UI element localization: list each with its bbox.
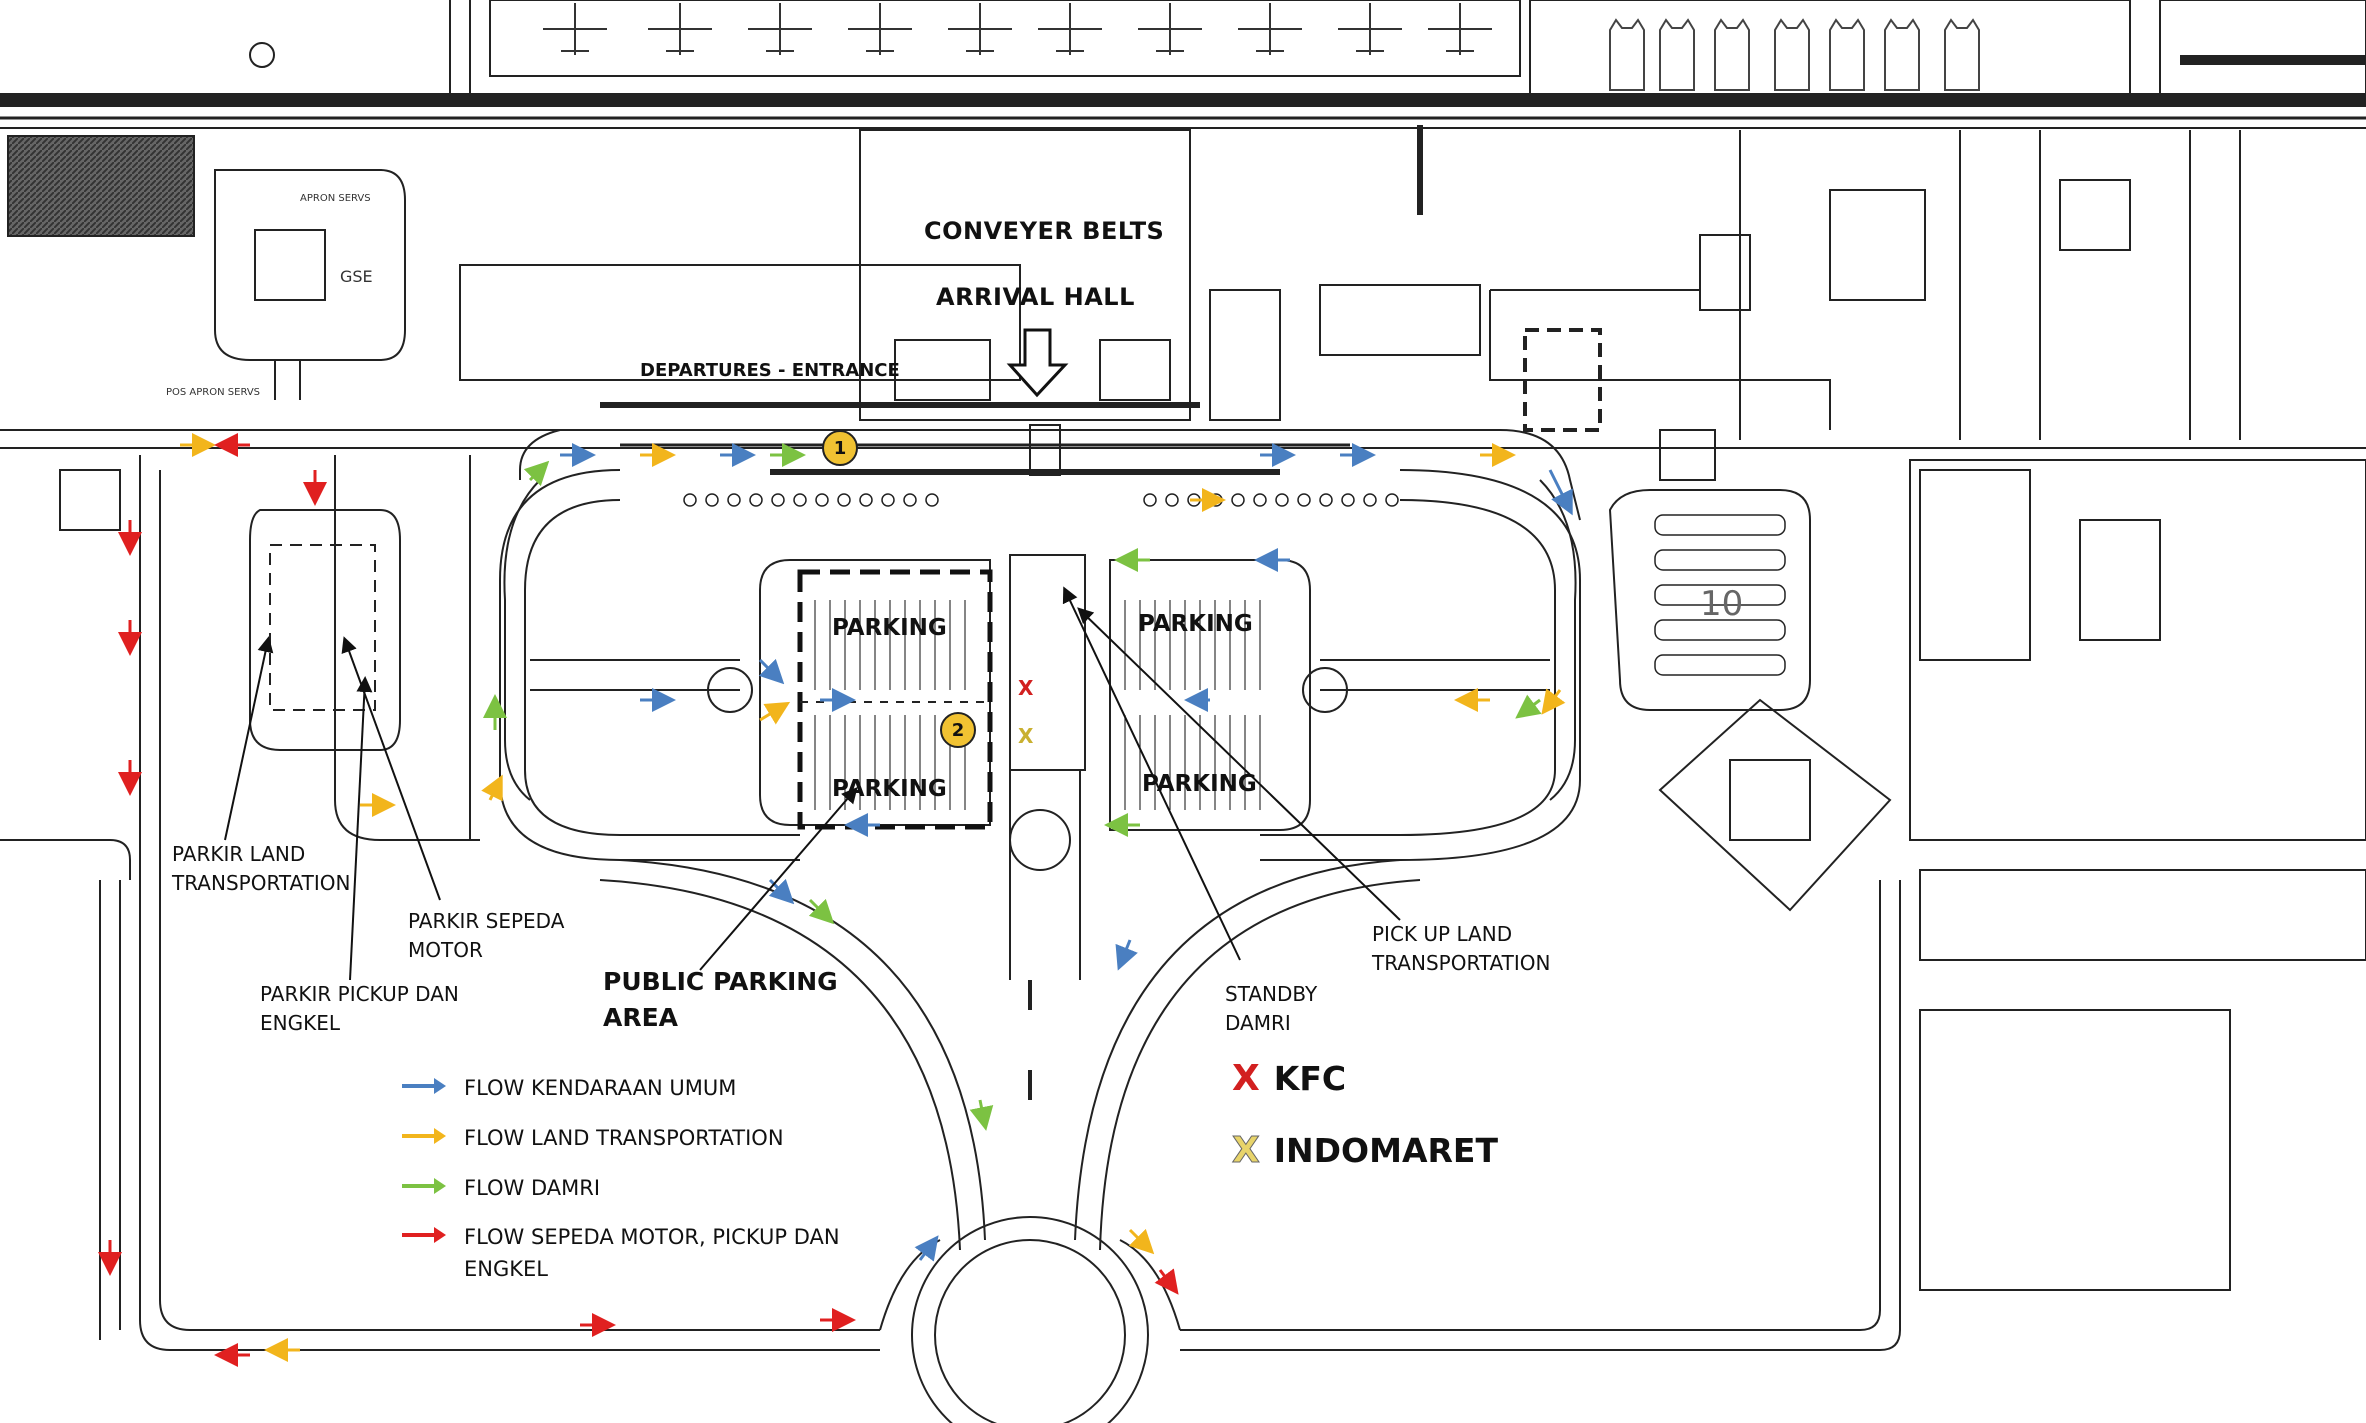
legend-item-flow-damri: FLOW DAMRI (400, 1173, 600, 1205)
water-tower (249, 42, 275, 68)
legend-label: FLOW SEPEDA MOTOR, PICKUP DAN ENGKEL (464, 1225, 840, 1281)
pos-apron-servs-label: POS APRON SERVS (166, 387, 261, 398)
gse-area (214, 169, 406, 400)
indomaret-label: INDOMARET (1273, 1131, 1498, 1170)
parkir-land-transportation-callout: PARKIR LAND TRANSPORTATION (172, 842, 351, 895)
blue-arrow-icon (402, 1078, 446, 1094)
standby-damri-callout: STANDBY DAMRI (1225, 982, 1318, 1035)
arrival-arrow (1006, 328, 1069, 398)
indomaret-x-icon: X (1232, 1130, 1261, 1172)
flow-land-arrows (180, 433, 1566, 1362)
apron-area (0, 0, 2366, 129)
aircraft-row (543, 3, 1492, 55)
parking-label-bl: PARKING (832, 776, 947, 802)
gse-label: GSE (340, 267, 373, 286)
kfc-map-marker: X (1018, 676, 1034, 700)
flow-motor-arrows (98, 433, 1179, 1367)
parkir-sepeda-motor-callout: PARKIR SEPEDA MOTOR (408, 909, 565, 962)
arrival-hall-label: ARRIVAL HALL (936, 283, 1135, 311)
pick-up-land-transportation-callout: PICK UP LAND TRANSPORTATION (1372, 922, 1551, 975)
flow-umum-arrows (560, 443, 1573, 1262)
kfc-x-icon: X (1232, 1058, 1260, 1099)
legend-label: FLOW DAMRI (464, 1176, 601, 1200)
parkir-pickup-dan-engkel-callout: PARKIR PICKUP DAN ENGKEL (260, 982, 459, 1035)
departures-entrance-label: DEPARTURES - ENTRANCE (640, 360, 900, 381)
right-side-facilities (1489, 130, 2366, 1291)
legend-item-flow-motor: FLOW SEPEDA MOTOR, PICKUP DAN ENGKEL (400, 1222, 840, 1285)
hatched-building (7, 135, 195, 237)
parking-label-br: PARKING (1142, 771, 1257, 797)
legend-label: FLOW KENDARAAN UMUM (464, 1076, 737, 1100)
terminal-building (459, 125, 1751, 421)
lot-10-label: 10 (1700, 584, 1744, 624)
conveyer-belts-label: CONVEYER BELTS (924, 217, 1165, 245)
parking-lots (759, 554, 1311, 980)
central-loop (499, 469, 1581, 861)
red-arrow-icon (402, 1227, 446, 1243)
legend-item-flow-land: FLOW LAND TRANSPORTATION (400, 1123, 784, 1155)
approach-roads (599, 859, 1901, 1423)
badge-1: 1 (822, 430, 858, 466)
kfc-label: KFC (1273, 1059, 1347, 1098)
yellow-arrow-icon (402, 1128, 446, 1144)
legend-item-flow-umum: FLOW KENDARAAN UMUM (400, 1073, 736, 1105)
legend-label: FLOW LAND TRANSPORTATION (464, 1126, 784, 1150)
parking-label-tl: PARKING (832, 615, 947, 641)
apron-servs-label: APRON SERVS (300, 193, 371, 204)
cat-doodles (1609, 18, 1980, 91)
left-service-roads (0, 455, 880, 1351)
poi-kfc: X KFC (1232, 1058, 1346, 1099)
flow-damri-arrows (483, 443, 1542, 1131)
callout-lines (224, 586, 1401, 981)
parking-label-tr: PARKING (1138, 611, 1253, 637)
public-parking-area-callout: PUBLIC PARKING AREA (603, 967, 838, 1033)
poi-indomaret: X INDOMARET (1232, 1130, 1498, 1172)
green-arrow-icon (402, 1178, 446, 1194)
lot-10-stalls (1654, 514, 1786, 676)
parking-stalls (814, 600, 1261, 810)
bollard-row (683, 493, 1399, 507)
badge-2: 2 (940, 712, 976, 748)
indomaret-map-marker: X (1018, 724, 1034, 748)
